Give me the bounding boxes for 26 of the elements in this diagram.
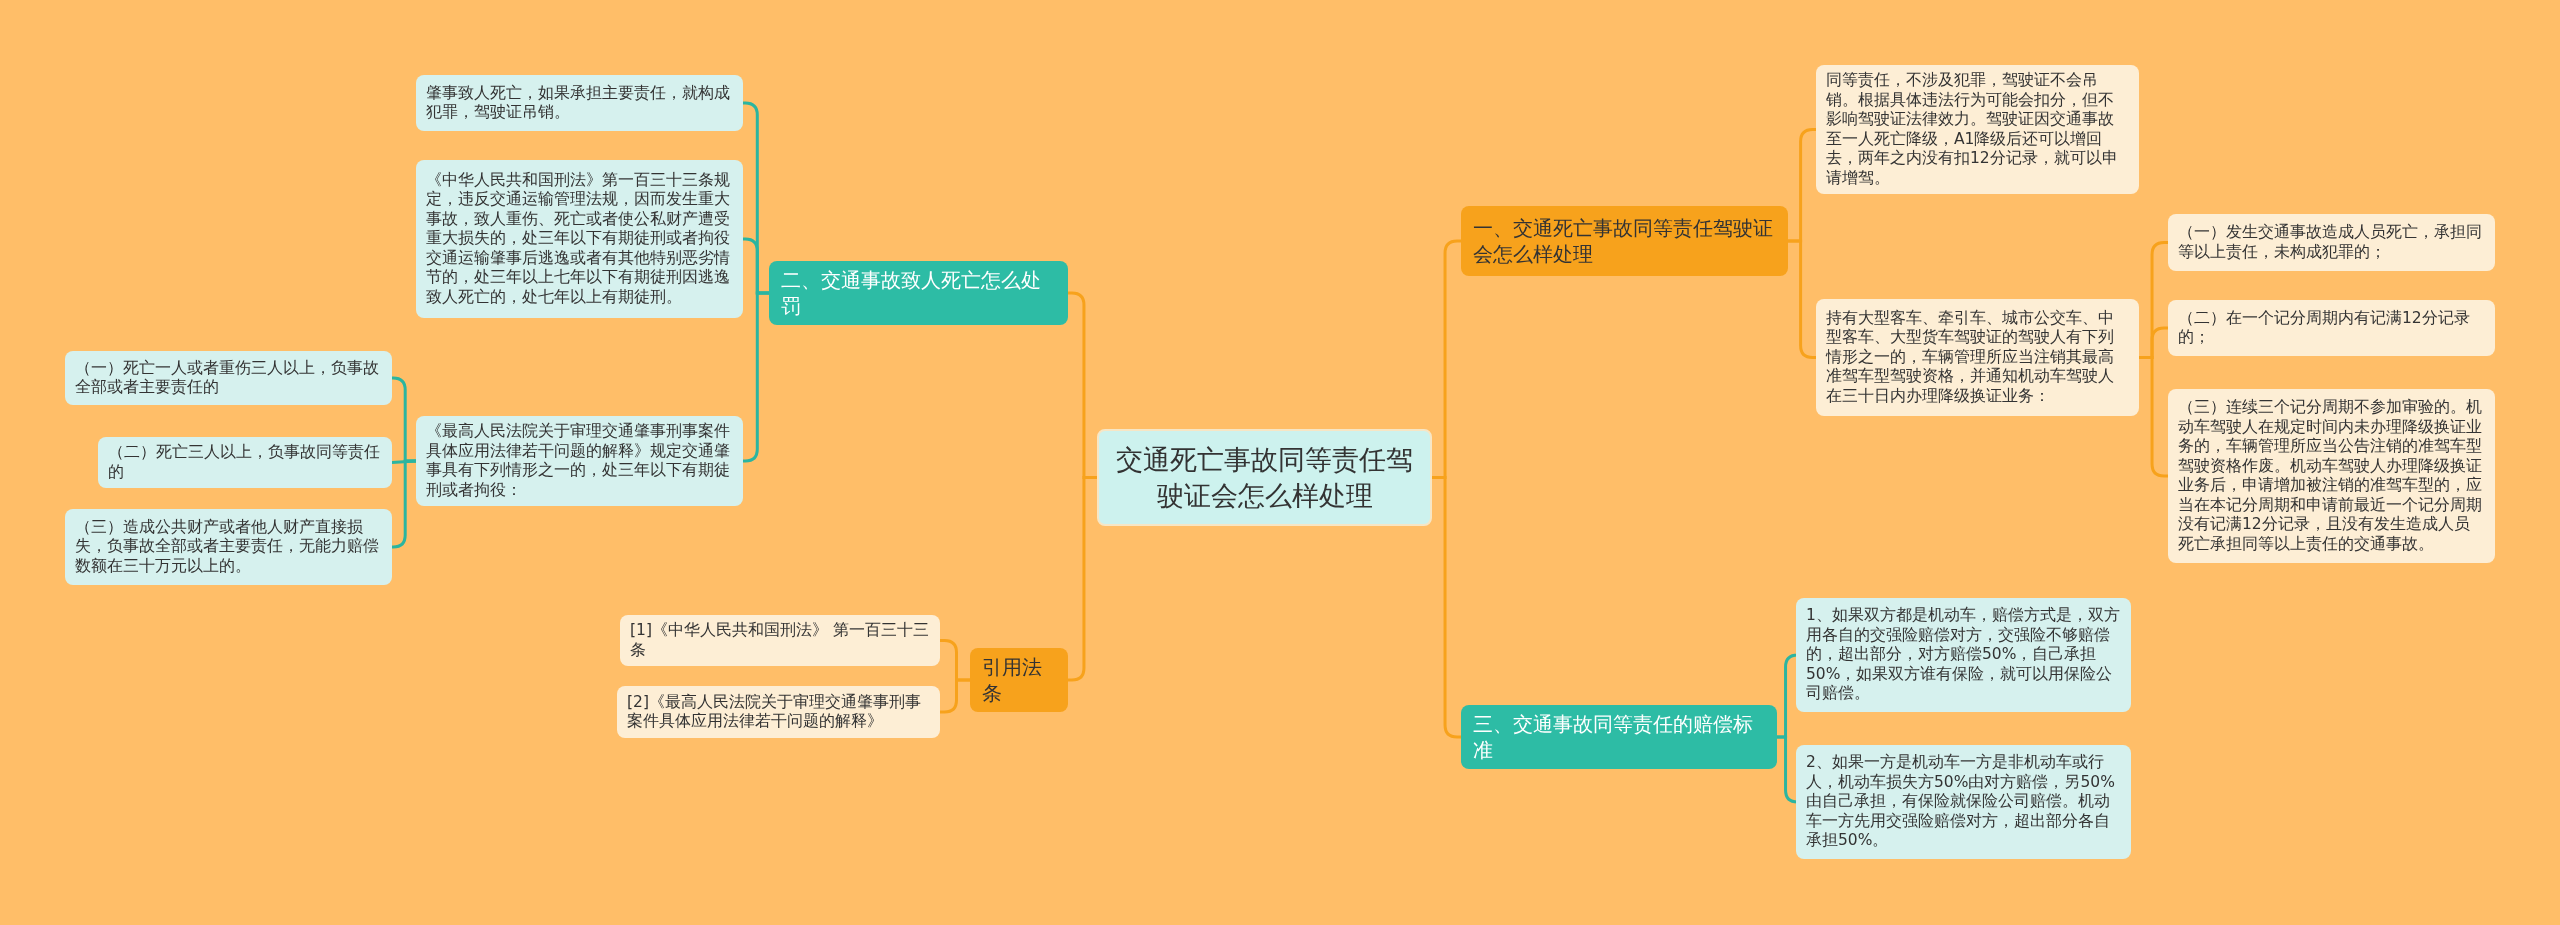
note-box: 持有大型客车、牵引车、城市公交车、中型客车、大型货车驾驶证的驾驶人有下列情形之一的，车辆管理所应当注销其最高准驾车型驾驶资格，并通知机动车驾驶人在三十日内办理降级换证业务： [1816, 299, 2139, 416]
central-topic-box: 交通死亡事故同等责任驾驶证会怎么样处理 [1097, 429, 1432, 526]
branch-topic-box: 三、交通事故同等责任的赔偿标准 [1461, 705, 1777, 769]
note-box: 同等责任，不涉及犯罪，驾驶证不会吊销。根据具体违法行为可能会扣分，但不影响驾驶证法律效力。驾驶证因交通事故至一人死亡降级，A1降级后还可以增回去，两年之内没有扣12分记录，就可以申请增驾。 [1816, 65, 2139, 194]
connector-line [1432, 476, 1461, 739]
connector-line [2139, 356, 2168, 478]
note-box: （二）在一个记分周期内有记满12分记录的； [2168, 300, 2495, 356]
note-box: （三）造成公共财产或者他人财产直接损失，负事故全部或者主要责任，无能力赔偿数额在三十万元以上的。 [65, 509, 392, 585]
branch-topic-box: 二、交通事故致人死亡怎么处罚 [769, 261, 1068, 325]
connector-line [940, 678, 970, 714]
note-box: [2]《最高人民法院关于审理交通肇事刑事案件具体应用法律若干问题的解释》 [617, 686, 940, 738]
note-box: 肇事致人死亡，如果承担主要责任，就构成犯罪，驾驶证吊销。 [416, 75, 743, 131]
connector-line [743, 291, 769, 463]
branch-topic-box: 一、交通死亡事故同等责任驾驶证会怎么样处理 [1461, 206, 1788, 276]
note-box: 2、如果一方是机动车一方是非机动车或行人，机动车损失方50%由对方赔偿，另50%由自己承担，有保险就保险公司赔偿。机动车一方先用交强险赔偿对方，超出部分各自承担50%。 [1796, 745, 2131, 859]
branch-topic-box: 引用法条 [970, 648, 1068, 712]
connector-line [391, 459, 416, 549]
note-box: （一）死亡一人或者重伤三人以上，负事故全部或者主要责任的 [65, 351, 392, 405]
note-box: （三）连续三个记分周期不参加审验的。机动车驾驶人在规定时间内未办理降级换证业务的，车辆管理所应当公告注销的准驾车型驾驶资格作废。机动车驾驶人办理降级换证业务后，申请增加被注销的准驾车型的，应当在本记分周期和申请前最近一个记分周期没有记满12分记录，且没有发生造成人员死亡承担同等以上责任的交通事故。 [2168, 389, 2495, 563]
note-box: 《中华人民共和国刑法》第一百三十三条规定，违反交通运输管理法规，因而发生重大事故，致人重伤、死亡或者使公私财产遭受重大损失的，处三年以下有期徒刑或者拘役交通运输肇事后逃逸或者有其他特别恶劣情节的，处三年以上七年以下有期徒刑因逃逸致人死亡的，处七年以上有期徒刑。 [416, 160, 743, 318]
note-box: [1]《中华人民共和国刑法》 第一百三十三条 [620, 615, 940, 666]
note-box: 1、如果双方都是机动车，赔偿方式是，双方用各自的交强险赔偿对方，交强险不够赔偿的，超出部分，对方赔偿50%，自己承担50%，如果双方谁有保险，就可以用保险公司赔偿。 [1796, 598, 2131, 712]
connector-line [1068, 476, 1097, 682]
note-box: （一）发生交通事故造成人员死亡，承担同等以上责任，未构成犯罪的； [2168, 214, 2495, 271]
note-box: （二）死亡三人以上，负事故同等责任的 [98, 437, 392, 488]
note-box: 《最高人民法院关于审理交通肇事刑事案件具体应用法律若干问题的解释》规定交通肇事具有下列情形之一的，处三年以下有期徒刑或者拘役： [416, 416, 743, 506]
